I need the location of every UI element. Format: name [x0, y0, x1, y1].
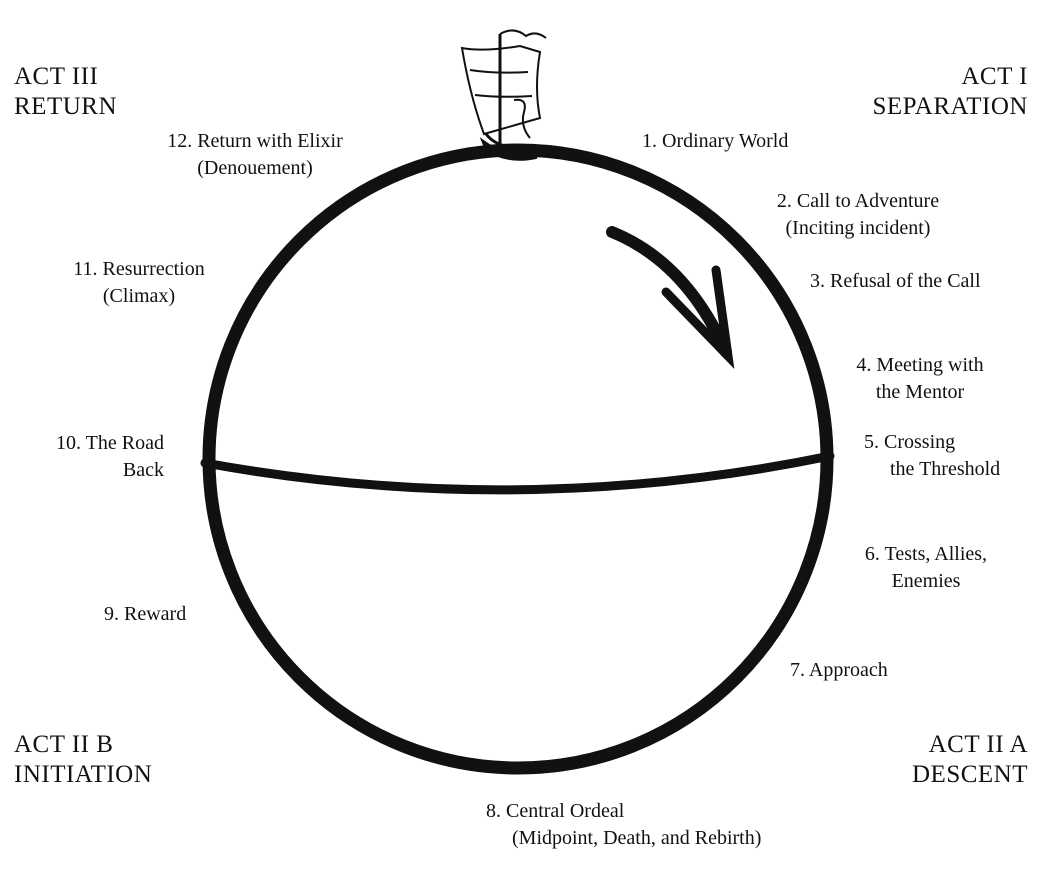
act-3-title: RETURN [14, 93, 117, 120]
act-2b-number: ACT II B [14, 731, 114, 758]
stage-4-subtext: the Mentor [875, 381, 965, 403]
stage-6-label: 6. Tests, Allies, Enemies [836, 541, 1016, 595]
stage-6-text: 6. Tests, Allies, [864, 543, 988, 565]
stage-11-subtext: (Climax) [102, 285, 176, 307]
journey-circle [202, 143, 834, 775]
stage-10-subtext: Back [122, 459, 164, 481]
stage-4-label: 4. Meeting with the Mentor [836, 352, 1004, 406]
stage-1-text: 1. Ordinary World [642, 130, 789, 152]
act-1-label: ACT I SEPARATION [872, 62, 1028, 122]
stage-4-text: 4. Meeting with [856, 354, 984, 376]
stage-10-text: 10. The Road [56, 432, 164, 454]
stage-2-subtext: (Inciting incident) [785, 217, 931, 239]
stage-7-text: 7. Approach [790, 659, 888, 681]
stage-7-label: 7. Approach [790, 657, 888, 684]
act-3-label: ACT III RETURN [14, 62, 117, 122]
stage-11-label: 11. Resurrection (Climax) [50, 256, 228, 310]
stage-5-label: 5. Crossing the Threshold [864, 429, 1000, 483]
stage-3-label: 3. Refusal of the Call [810, 268, 981, 295]
act-2a-title: DESCENT [912, 761, 1028, 788]
act-1-title: SEPARATION [872, 93, 1028, 120]
stage-2-text: 2. Call to Adventure [776, 190, 940, 212]
act-2a-label: ACT II A DESCENT [912, 730, 1028, 790]
act-2b-label: ACT II B INITIATION [14, 730, 152, 790]
stage-5-subtext: the Threshold [890, 458, 1001, 480]
stage-8-subtext: (Midpoint, Death, and Rebirth) [512, 827, 762, 849]
stage-8-text: 8. Central Ordeal [486, 800, 625, 822]
sailing-ship-icon [460, 29, 547, 161]
stage-8-label: 8. Central Ordeal (Midpoint, Death, and … [486, 798, 761, 852]
act-3-number: ACT III [14, 63, 99, 90]
stage-9-text: 9. Reward [104, 603, 187, 625]
act-2a-number: ACT II A [928, 731, 1028, 758]
stage-2-label: 2. Call to Adventure (Inciting incident) [742, 188, 974, 242]
stage-12-label: 12. Return with Elixir (Denouement) [140, 128, 370, 182]
stage-6-subtext: Enemies [891, 570, 961, 592]
stage-5-text: 5. Crossing [864, 431, 956, 453]
clockwise-arrow-icon [606, 226, 735, 370]
world-divider-line [200, 451, 835, 495]
stage-12-text: 12. Return with Elixir [167, 130, 343, 152]
stage-1-label: 1. Ordinary World [642, 128, 788, 155]
stage-12-subtext: (Denouement) [197, 157, 313, 179]
stage-10-label: 10. The Road Back [24, 430, 164, 484]
stage-3-text: 3. Refusal of the Call [810, 270, 981, 292]
stage-11-text: 11. Resurrection [73, 258, 205, 280]
act-2b-title: INITIATION [14, 761, 153, 788]
stage-9-label: 9. Reward [104, 601, 186, 628]
act-1-number: ACT I [961, 63, 1028, 90]
